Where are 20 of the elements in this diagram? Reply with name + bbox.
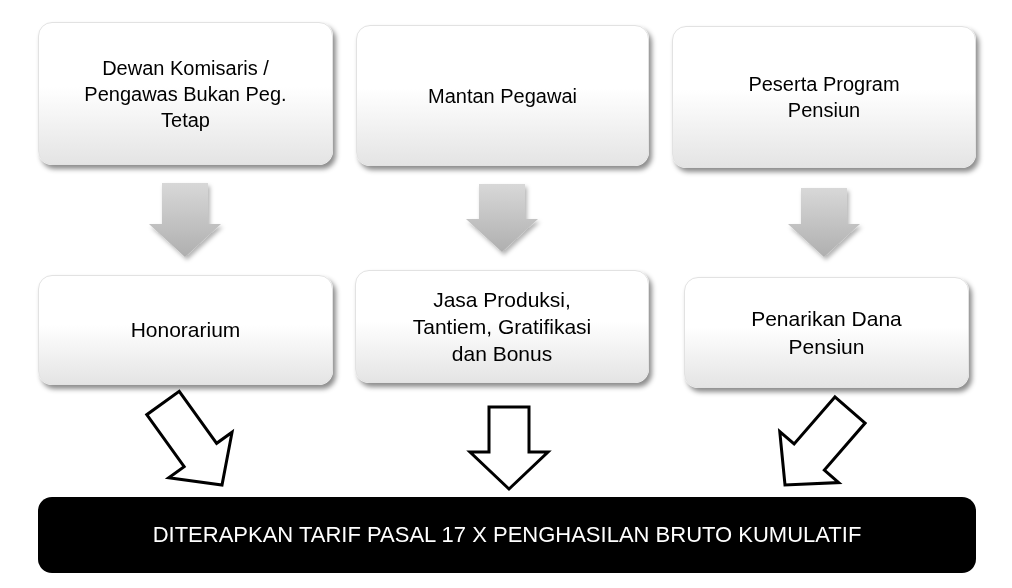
result-banner: [38, 497, 976, 573]
box-label: Dewan Komisaris / Pengawas Bukan Peg. Tetap: [83, 55, 288, 133]
process-box: [672, 26, 976, 168]
block-arrow: [149, 183, 221, 257]
process-box: [356, 25, 649, 166]
block-arrow: [466, 184, 538, 252]
box-label: Peserta Program Pensiun: [747, 72, 901, 123]
process-box: [38, 275, 333, 385]
box-label: Mantan Pegawai: [428, 83, 577, 109]
box-label: Jasa Produksi, Tantiem, Gratifikasi dan Bonus: [411, 286, 593, 368]
block-arrow: [777, 394, 868, 487]
box-label: Honorarium: [130, 317, 241, 344]
process-box: [684, 277, 969, 388]
box-label: DITERAPKAN TARIF PASAL 17 X PENGHASILAN BRUTO KUMULATIF: [152, 520, 862, 549]
process-box: [38, 22, 333, 165]
box-label: Penarikan Dana Pensiun: [750, 306, 903, 360]
process-box: [355, 270, 649, 383]
block-arrow: [788, 188, 860, 257]
block-arrow: [144, 389, 235, 487]
block-arrow: [466, 405, 552, 492]
